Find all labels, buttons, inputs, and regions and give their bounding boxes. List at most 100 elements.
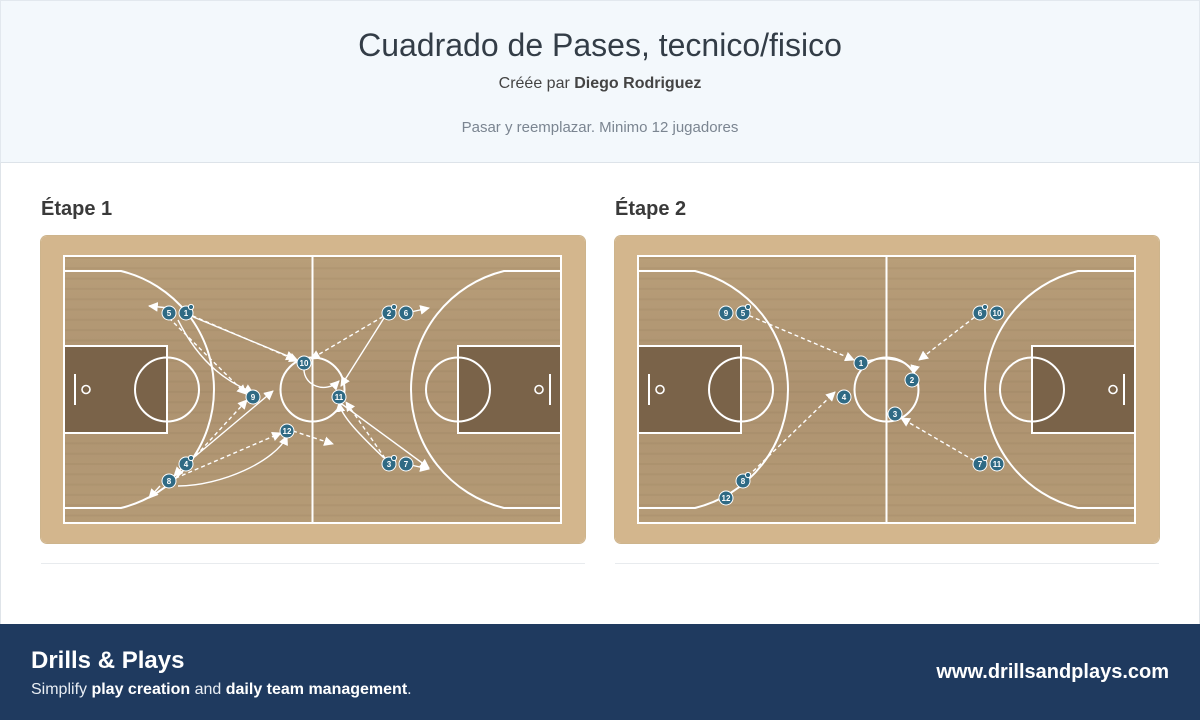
page-header: Cuadrado de Pases, tecnico/fisico Créée … [0,0,1200,163]
pass-arrow [742,391,836,482]
court-lines [637,255,1136,524]
pass-arrow [168,431,282,482]
step-2-title: Étape 2 [615,198,687,220]
player-5[interactable]: 5 [161,305,177,321]
cut-arrow [177,319,254,394]
player-7[interactable]: 7 [398,456,414,472]
player-3[interactable]: 3 [381,454,398,472]
author-name[interactable]: Diego Rodriguez [574,75,702,92]
tagline-bold-1: play creation [91,681,191,698]
byline-prefix: Créée par [498,75,570,92]
player-number: 3 [893,410,898,419]
cut-arrow [866,358,920,375]
content-border-left [0,163,1,624]
player-number: 2 [387,309,392,318]
player-4[interactable]: 4 [178,454,195,472]
basketball-icon [744,471,752,479]
player-number: 9 [724,309,729,318]
player-12[interactable]: 12 [279,423,295,439]
player-number: 11 [993,460,1002,469]
brand-tagline: Simplify play creation and daily team ma… [31,681,412,699]
player-12[interactable]: 12 [718,490,734,506]
player-8[interactable]: 8 [161,473,177,489]
player-number: 11 [335,393,344,402]
player-7[interactable]: 7 [972,454,989,472]
tagline-text-1: Simplify [31,681,92,698]
pass-arrow [742,312,855,362]
site-link[interactable]: www.drillsandplays.com [936,661,1169,683]
player-number: 2 [910,376,915,385]
player-number: 5 [741,309,746,318]
page-title: Cuadrado de Pases, tecnico/fisico [358,27,842,63]
basketball-icon [187,454,195,462]
cut-arrow [340,317,385,387]
step-1-divider [41,563,585,564]
cut-arrow [190,315,296,361]
player-9[interactable]: 9 [245,389,261,405]
player-5[interactable]: 5 [735,303,752,321]
player-number: 4 [842,393,847,402]
player-6[interactable]: 6 [398,305,414,321]
drill-description: Pasar y reemplazar. Minimo 12 jugadores [461,119,739,136]
player-number: 6 [404,309,409,318]
tagline-text-3: . [407,681,412,698]
player-number: 8 [167,477,172,486]
step-2-divider [615,563,1159,564]
tagline-text-2: and [190,681,226,698]
player-number: 12 [283,427,292,436]
player-number: 1 [859,359,864,368]
basketball-icon [390,303,398,311]
brand-name: Drills & Plays [31,647,185,674]
player-9[interactable]: 9 [718,305,734,321]
step-1-title: Étape 1 [41,198,113,220]
basketball-icon [981,303,989,311]
player-number: 10 [300,359,309,368]
player-number: 5 [167,309,172,318]
pass-arrow [918,312,981,361]
player-2[interactable]: 2 [904,372,920,388]
player-11[interactable]: 11 [989,456,1005,472]
player-number: 1 [184,309,189,318]
court-lines [63,255,562,524]
player-3[interactable]: 3 [887,406,903,422]
player-4[interactable]: 4 [836,389,852,405]
basketball-icon [744,303,752,311]
left-paint [638,346,741,433]
movement-arrows [148,302,430,499]
player-number: 12 [722,494,731,503]
pass-arrow [292,430,334,446]
tagline-bold-2: daily team management [225,681,408,698]
player-11[interactable]: 11 [331,389,347,405]
cut-arrow [148,485,161,499]
player-number: 4 [184,460,189,469]
player-1[interactable]: 1 [178,303,195,321]
cut-arrow [177,435,288,487]
right-paint [458,346,561,433]
player-number: 9 [251,393,256,402]
player-number: 7 [404,460,409,469]
player-6[interactable]: 6 [972,303,989,321]
player-2[interactable]: 2 [381,303,398,321]
cut-arrow [335,402,385,459]
pass-arrow [310,312,390,360]
player-10[interactable]: 10 [989,305,1005,321]
player-10[interactable]: 10 [296,355,312,371]
cut-arrow [303,367,340,391]
player-number: 10 [993,309,1002,318]
player-number: 6 [978,309,983,318]
pass-arrow [345,401,390,465]
basketball-icon [390,454,398,462]
page-footer: Drills & Plays Simplify play creation an… [0,624,1200,720]
basketball-icon [187,303,195,311]
player-8[interactable]: 8 [735,471,752,489]
player-1[interactable]: 1 [853,355,869,371]
cut-arrow [185,390,274,465]
